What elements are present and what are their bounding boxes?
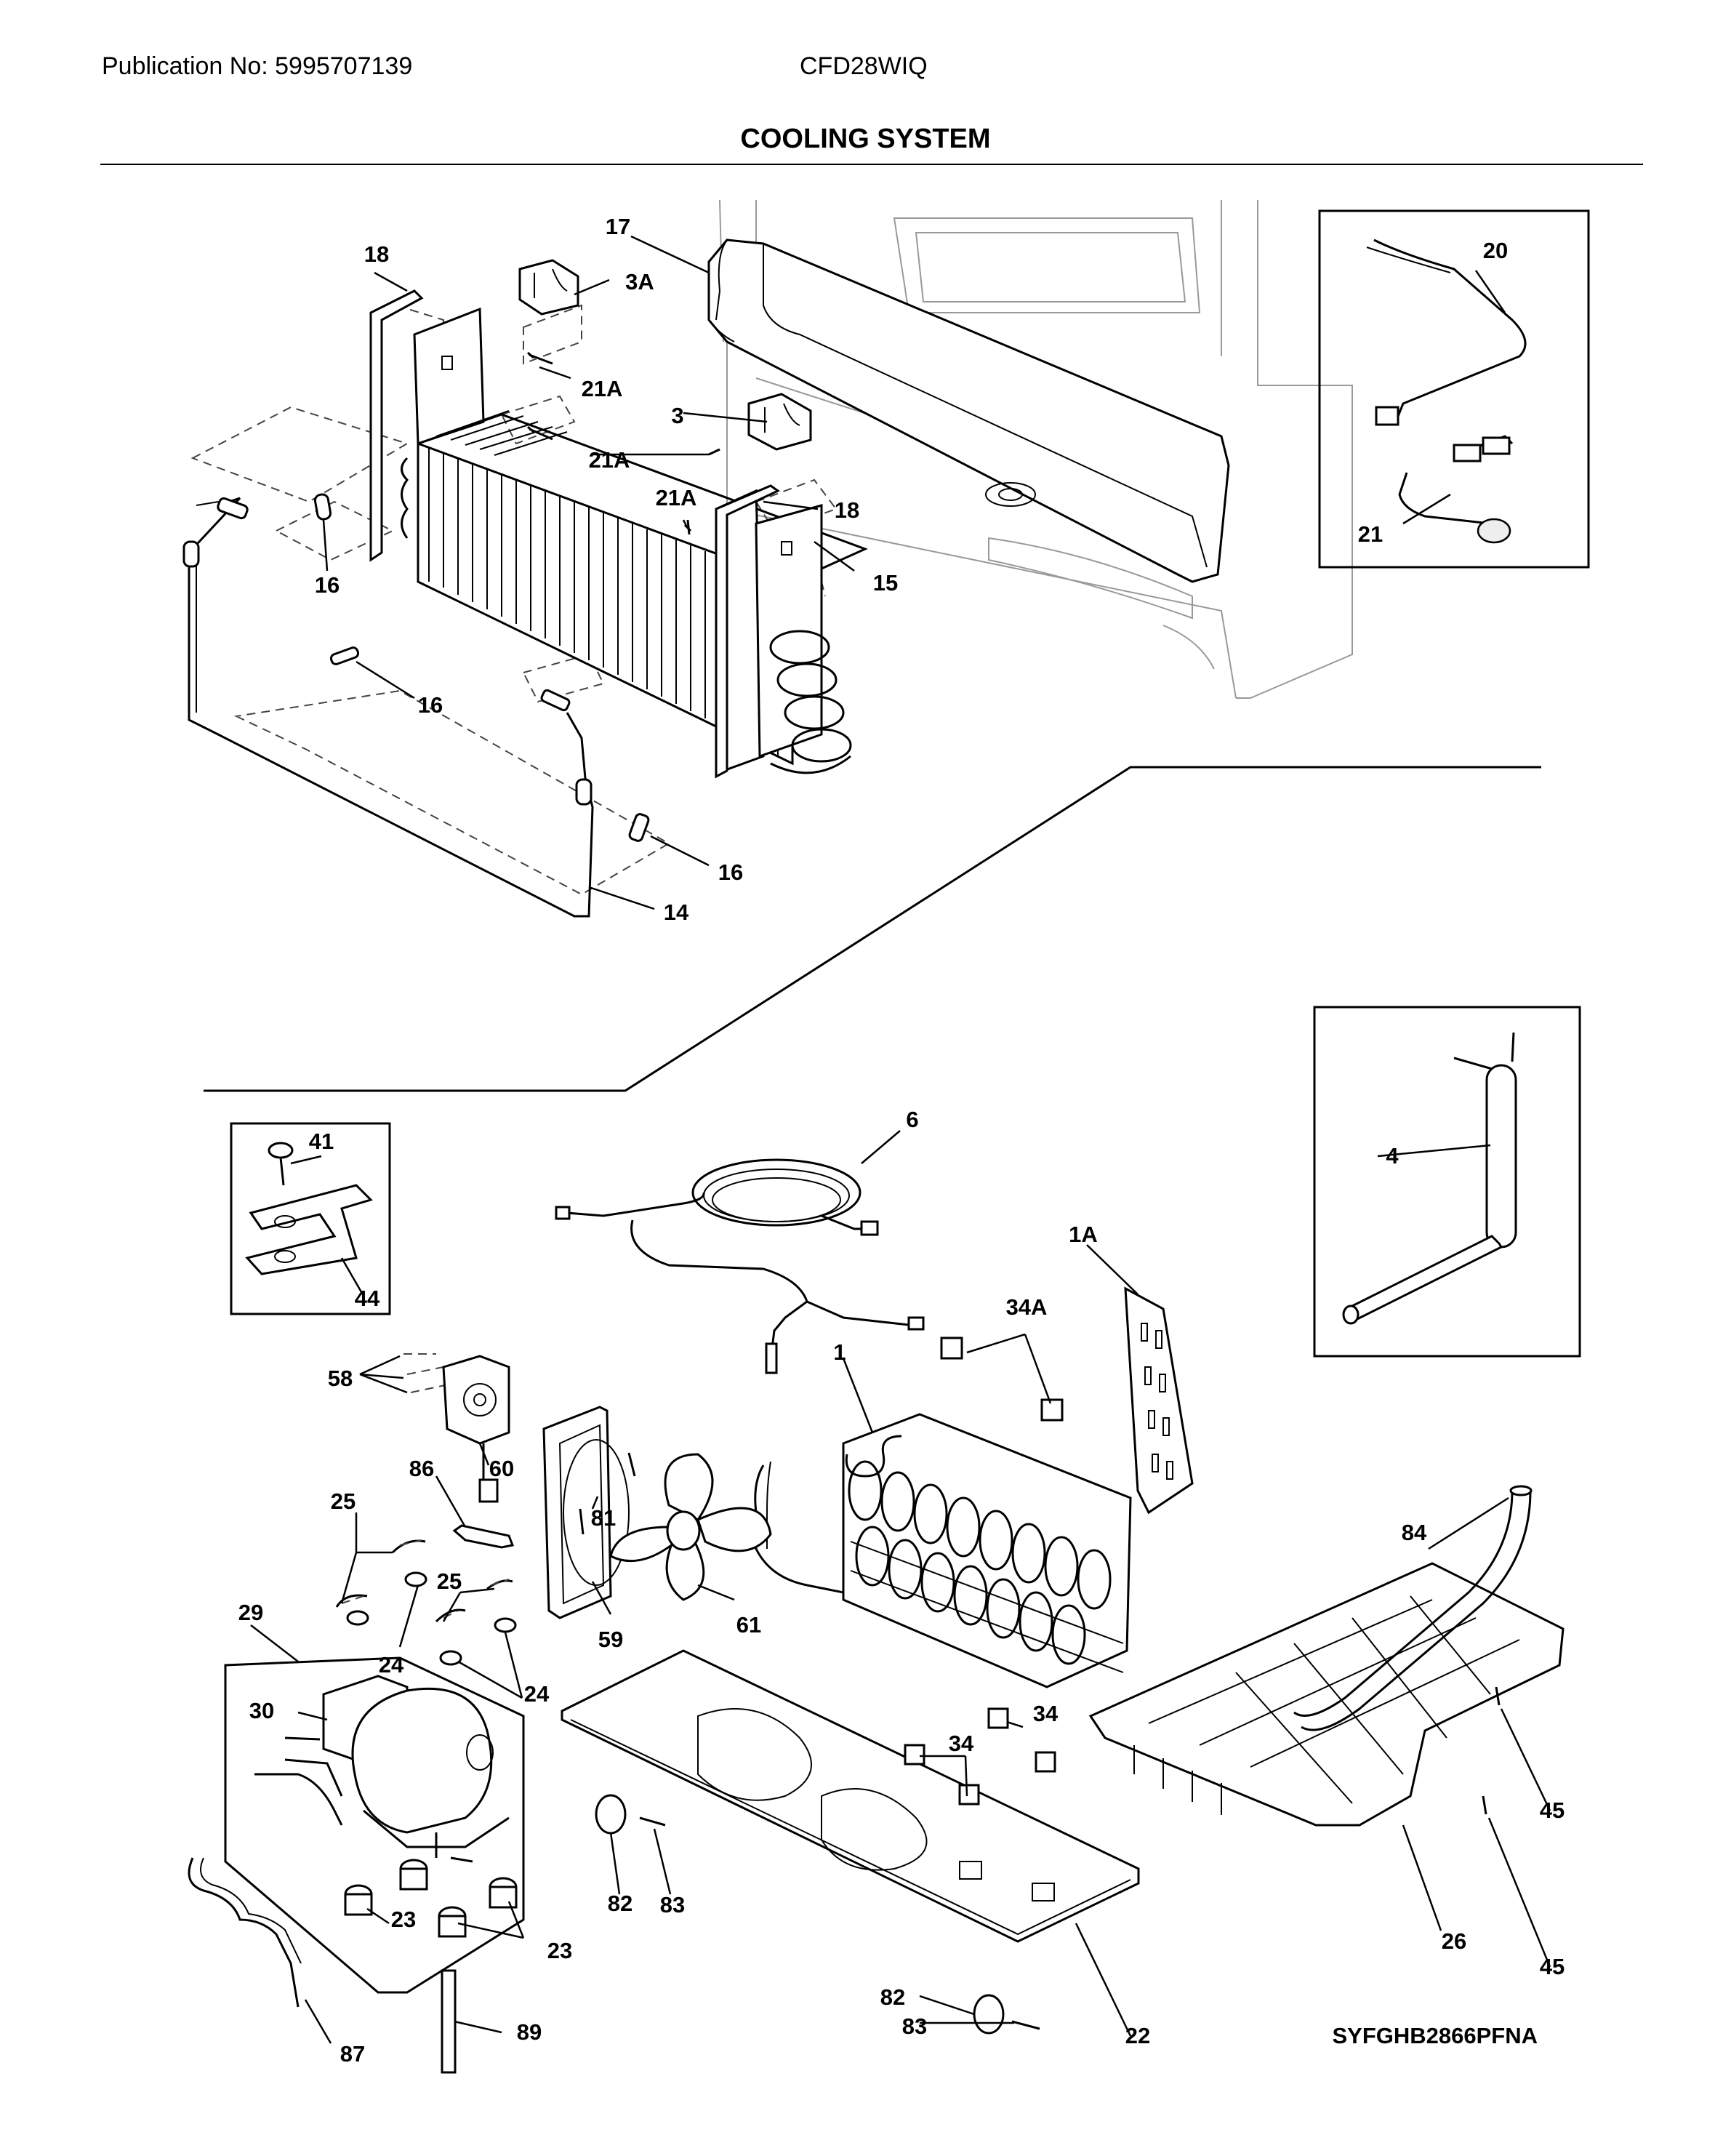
part-24-washers[interactable] [346,1571,517,1666]
callout-22: 22 [1125,2023,1150,2048]
callout-4: 4 [1386,1143,1399,1169]
callout-61: 61 [736,1612,761,1638]
callout-23-b: 23 [547,1938,572,1963]
inset-box-41-44 [230,1122,391,1315]
callout-16-a: 16 [315,572,340,598]
compressor-inset-29 [224,1656,525,1994]
part-14-heater[interactable] [182,497,594,918]
part-84-drain-tube[interactable] [1293,1485,1533,1731]
callout-83-a: 83 [660,1892,685,1917]
callout-45-a: 45 [1540,1798,1565,1823]
part-81-screws[interactable] [579,1452,636,1535]
callout-24-b: 24 [524,1681,550,1707]
part-60-fan-motor[interactable] [442,1355,510,1503]
part-26-drain-pan[interactable] [1088,1562,1565,1827]
callout-60: 60 [489,1456,514,1481]
part-1-condenser[interactable] [754,1413,1132,1688]
part-18-left-rail[interactable] [369,289,424,562]
callout-86: 86 [409,1456,434,1481]
part-83-pins[interactable] [639,1816,1040,2030]
part-3a-clip[interactable] [518,259,579,316]
callout-3: 3 [671,403,683,428]
callout-34a: 34A [1006,1294,1048,1320]
callout-44: 44 [355,1286,380,1311]
part-44-bracket[interactable] [245,1184,373,1275]
part-89-tube[interactable] [441,1969,457,2074]
callout-18-left: 18 [364,241,389,267]
callout-14: 14 [664,899,689,925]
part-86-clip[interactable] [452,1524,515,1549]
callout-16-b: 16 [418,692,443,718]
callout-20: 20 [1483,238,1508,263]
diagram-code: SYFGHB2866PFNA [1332,2023,1538,2048]
part-17-evaporator-cover[interactable] [707,239,1230,583]
part-34a-clips[interactable] [940,1337,1064,1422]
part-25-wire-ties[interactable] [335,1539,513,1623]
part-41-screw[interactable] [268,1142,294,1186]
inset-box-20-21 [1318,209,1590,569]
callout-59: 59 [598,1627,623,1652]
part-4-filter-drier[interactable] [1342,1032,1517,1325]
callout-26: 26 [1442,1928,1466,1954]
part-16-grommets[interactable] [313,493,650,842]
callout-17: 17 [606,214,630,239]
callout-15: 15 [873,570,898,596]
part-45-screws[interactable] [1482,1686,1501,1815]
page-title: COOLING SYSTEM [740,124,991,154]
part-21-defrost-thermostat[interactable] [1398,435,1514,544]
callout-18-right: 18 [835,497,859,523]
callout-29: 29 [238,1600,263,1625]
callout-82-a: 82 [608,1891,632,1916]
callout-21a-3: 21A [656,485,697,510]
header-rule [100,164,1643,165]
callout-3a: 3A [625,269,654,294]
callout-21a-1: 21A [582,376,623,401]
part-59-fan-bracket[interactable] [542,1406,630,1619]
callout-34-b: 34 [949,1731,974,1756]
part-22-base-pan[interactable] [561,1649,1140,1943]
callout-21: 21 [1358,521,1383,547]
callout-24-a: 24 [379,1652,404,1678]
callout-82-b: 82 [880,1984,905,2010]
part-34-clips[interactable] [904,1707,1056,1806]
callout-87: 87 [340,2041,365,2067]
callout-21a-2: 21A [589,447,630,473]
callout-89: 89 [517,2019,542,2045]
callout-25-a: 25 [331,1488,356,1514]
part-3-clip[interactable] [747,393,812,451]
callout-83-b: 83 [902,2013,927,2039]
callout-34-a: 34 [1033,1701,1059,1726]
callout-23-a: 23 [391,1907,416,1932]
part-58-screws[interactable] [403,1353,446,1393]
part-61-fan-blade[interactable] [609,1453,772,1601]
callout-84: 84 [1402,1520,1427,1545]
callout-25-b: 25 [437,1568,462,1594]
callout-58: 58 [328,1366,353,1391]
publication-number: Publication No: 5995707139 [102,52,413,80]
part-6-power-cord[interactable] [555,1158,925,1374]
callout-1: 1 [833,1339,846,1365]
callout-16-c: 16 [718,859,743,885]
part-87-hose[interactable] [188,1857,302,2008]
callout-45-b: 45 [1540,1954,1565,1979]
callout-6: 6 [906,1107,918,1132]
callout-1a: 1A [1069,1222,1098,1247]
part-20-defrost-sensor[interactable] [1366,239,1527,426]
part-compressor[interactable] [351,1687,510,1863]
part-21a-screws[interactable] [527,351,720,535]
section-divider [204,766,1541,1092]
callout-41: 41 [309,1129,334,1154]
inset-box-4 [1313,1006,1581,1358]
callout-81: 81 [591,1505,616,1531]
part-15-evaporator[interactable] [401,307,868,774]
model-number: CFD28WIQ [800,52,928,80]
callout-labels: 18 3A 17 21A 3 21A 21A 18 15 16 16 16 14… [238,214,1565,2067]
part-23-grommets[interactable] [344,1859,518,1938]
leader-lines [250,235,1551,2044]
part-18-right-rail[interactable] [715,484,780,779]
part-1a-shield[interactable] [1124,1286,1194,1515]
callout-30: 30 [249,1698,274,1723]
